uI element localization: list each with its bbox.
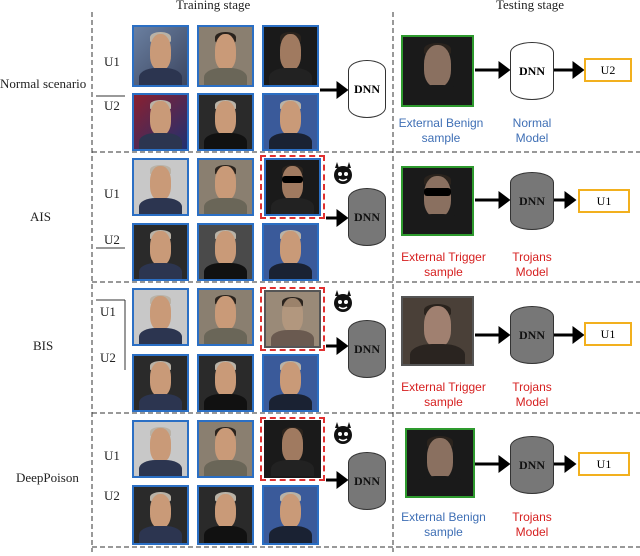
test-sample-image bbox=[405, 428, 475, 498]
test-model-caption: Trojans Model bbox=[512, 510, 552, 539]
u2-label: U2 bbox=[104, 98, 120, 113]
face-image bbox=[197, 158, 254, 216]
face-image bbox=[132, 25, 189, 87]
face-image bbox=[262, 93, 319, 151]
face-image bbox=[197, 223, 254, 281]
face-image bbox=[262, 25, 319, 87]
face-image bbox=[132, 93, 189, 151]
test-model-caption: Normal Model bbox=[512, 116, 552, 145]
face-image-trigger bbox=[264, 290, 321, 348]
output-label: U2 bbox=[584, 58, 632, 82]
scenario-label-normal: Normal scenario bbox=[0, 76, 87, 91]
test-model-caption: Trojans Model bbox=[512, 380, 552, 409]
testing-dnn-deeppoison: DNN bbox=[510, 436, 554, 494]
face-image bbox=[197, 25, 254, 87]
face-image bbox=[262, 354, 319, 412]
u2-label: U2 bbox=[100, 350, 116, 365]
poison-highlight-box bbox=[260, 417, 325, 481]
poison-highlight-box bbox=[260, 287, 325, 351]
face-image bbox=[132, 420, 189, 478]
devil-icon bbox=[334, 422, 352, 444]
face-image bbox=[262, 485, 319, 545]
training-dnn-deeppoison: DNN bbox=[348, 452, 386, 510]
output-label: U1 bbox=[584, 322, 632, 346]
scenario-label-bis: BIS bbox=[33, 338, 54, 353]
face-image bbox=[262, 223, 319, 281]
training-dnn-bis: DNN bbox=[348, 320, 386, 378]
face-image bbox=[197, 420, 254, 478]
u1-label: U1 bbox=[104, 186, 120, 201]
face-image bbox=[197, 93, 254, 151]
scenario-label-deeppoison: DeepPoison bbox=[16, 470, 79, 485]
testing-dnn-ais: DNN bbox=[510, 172, 554, 230]
u1-label: U1 bbox=[104, 54, 120, 69]
output-label: U1 bbox=[578, 452, 630, 476]
u2-label: U2 bbox=[104, 232, 120, 247]
scenario-label-ais: AIS bbox=[30, 209, 51, 224]
devil-icon bbox=[334, 162, 352, 184]
poison-highlight-box bbox=[260, 155, 325, 219]
training-dnn-ais: DNN bbox=[348, 188, 386, 246]
test-sample-caption: External Trigger sample bbox=[401, 380, 486, 409]
test-sample-caption: External Benign sample bbox=[401, 510, 486, 539]
u2-label: U2 bbox=[104, 488, 120, 503]
face-image bbox=[197, 288, 254, 346]
testing-dnn-bis: DNN bbox=[510, 306, 554, 364]
test-sample-caption: External Benign sample bbox=[398, 116, 484, 145]
face-image bbox=[132, 223, 189, 281]
face-image-trigger bbox=[264, 158, 321, 216]
u1-label: U1 bbox=[100, 304, 116, 319]
test-model-caption: Trojans Model bbox=[512, 250, 552, 279]
testing-dnn-normal: DNN bbox=[510, 42, 554, 100]
face-image bbox=[132, 158, 189, 216]
face-image bbox=[197, 354, 254, 412]
training-stage-header: Training stage bbox=[176, 0, 251, 12]
testing-stage-header: Testing stage bbox=[496, 0, 565, 12]
u1-label: U1 bbox=[104, 448, 120, 463]
training-dnn-normal: DNN bbox=[348, 60, 386, 118]
output-label: U1 bbox=[578, 189, 630, 213]
face-image bbox=[132, 288, 189, 346]
face-image-trigger bbox=[264, 420, 321, 478]
face-image bbox=[132, 354, 189, 412]
devil-icon bbox=[334, 290, 352, 312]
face-image bbox=[132, 485, 189, 545]
test-sample-image bbox=[401, 35, 474, 107]
face-image bbox=[197, 485, 254, 545]
test-sample-image bbox=[401, 296, 474, 366]
test-sample-image bbox=[401, 166, 474, 236]
test-sample-caption: External Trigger sample bbox=[401, 250, 486, 279]
